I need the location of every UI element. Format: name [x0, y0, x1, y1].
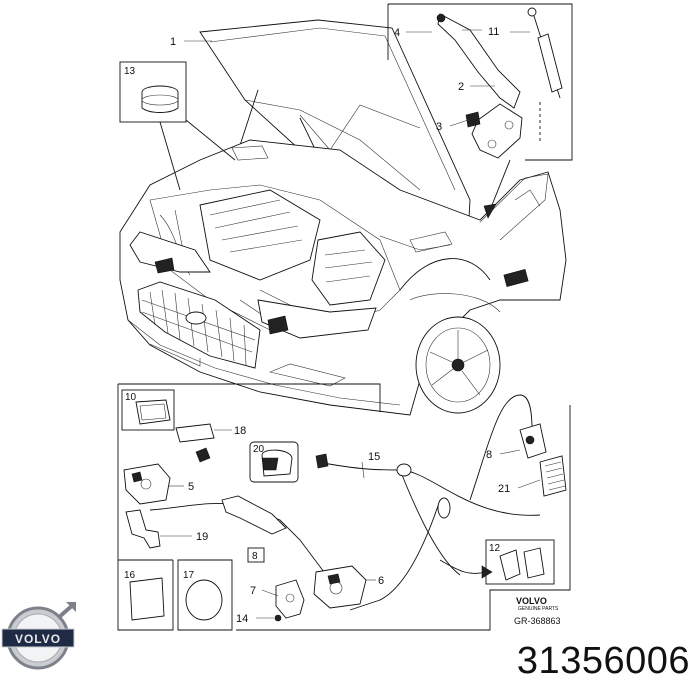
callout-4: 4 — [394, 27, 400, 39]
box-label-17: 17 — [183, 570, 195, 581]
box-label-13: 13 — [124, 66, 136, 77]
lower-detail-panel — [117, 383, 571, 631]
box-label-20: 20 — [253, 444, 265, 455]
callout-2: 2 — [458, 81, 464, 93]
box-label-10: 10 — [125, 392, 137, 403]
callout-14: 14 — [236, 613, 248, 625]
reference-code: GR-368863 — [514, 616, 561, 626]
part-number: 31356006 — [516, 640, 690, 682]
callout-1: 1 — [170, 36, 176, 48]
callout-labels: 1 4 11 2 3 18 5 19 15 8 21 7 6 14 — [170, 26, 510, 625]
box-label-8: 8 — [252, 551, 258, 562]
box-label-16: 16 — [124, 570, 136, 581]
volvo-logo: VOLVO — [1, 602, 76, 670]
callout-3: 3 — [436, 121, 442, 133]
callout-21: 21 — [498, 483, 510, 495]
callout-5: 5 — [188, 481, 194, 493]
callout-18: 18 — [234, 425, 246, 437]
box-13-cap — [119, 61, 236, 191]
brand-block: VOLVO GENUINE PARTS GR-368863 — [514, 596, 561, 626]
callout-6: 6 — [378, 575, 384, 587]
callout-15: 15 — [368, 451, 380, 463]
hinge-detail-panel — [387, 3, 573, 219]
front-grille — [137, 281, 261, 369]
logo-text: VOLVO — [15, 632, 61, 646]
callout-11: 11 — [488, 26, 499, 38]
box-label-12: 12 — [489, 543, 501, 554]
car-illustration — [119, 19, 567, 416]
callout-19: 19 — [196, 531, 208, 543]
callout-7: 7 — [250, 585, 256, 597]
brand-subtitle: GENUINE PARTS — [518, 606, 559, 612]
callout-8: 8 — [486, 449, 492, 461]
bracket-21 — [539, 455, 567, 497]
box-labels: 13 10 20 12 16 17 8 — [124, 66, 501, 581]
brand-name: VOLVO — [516, 596, 547, 606]
